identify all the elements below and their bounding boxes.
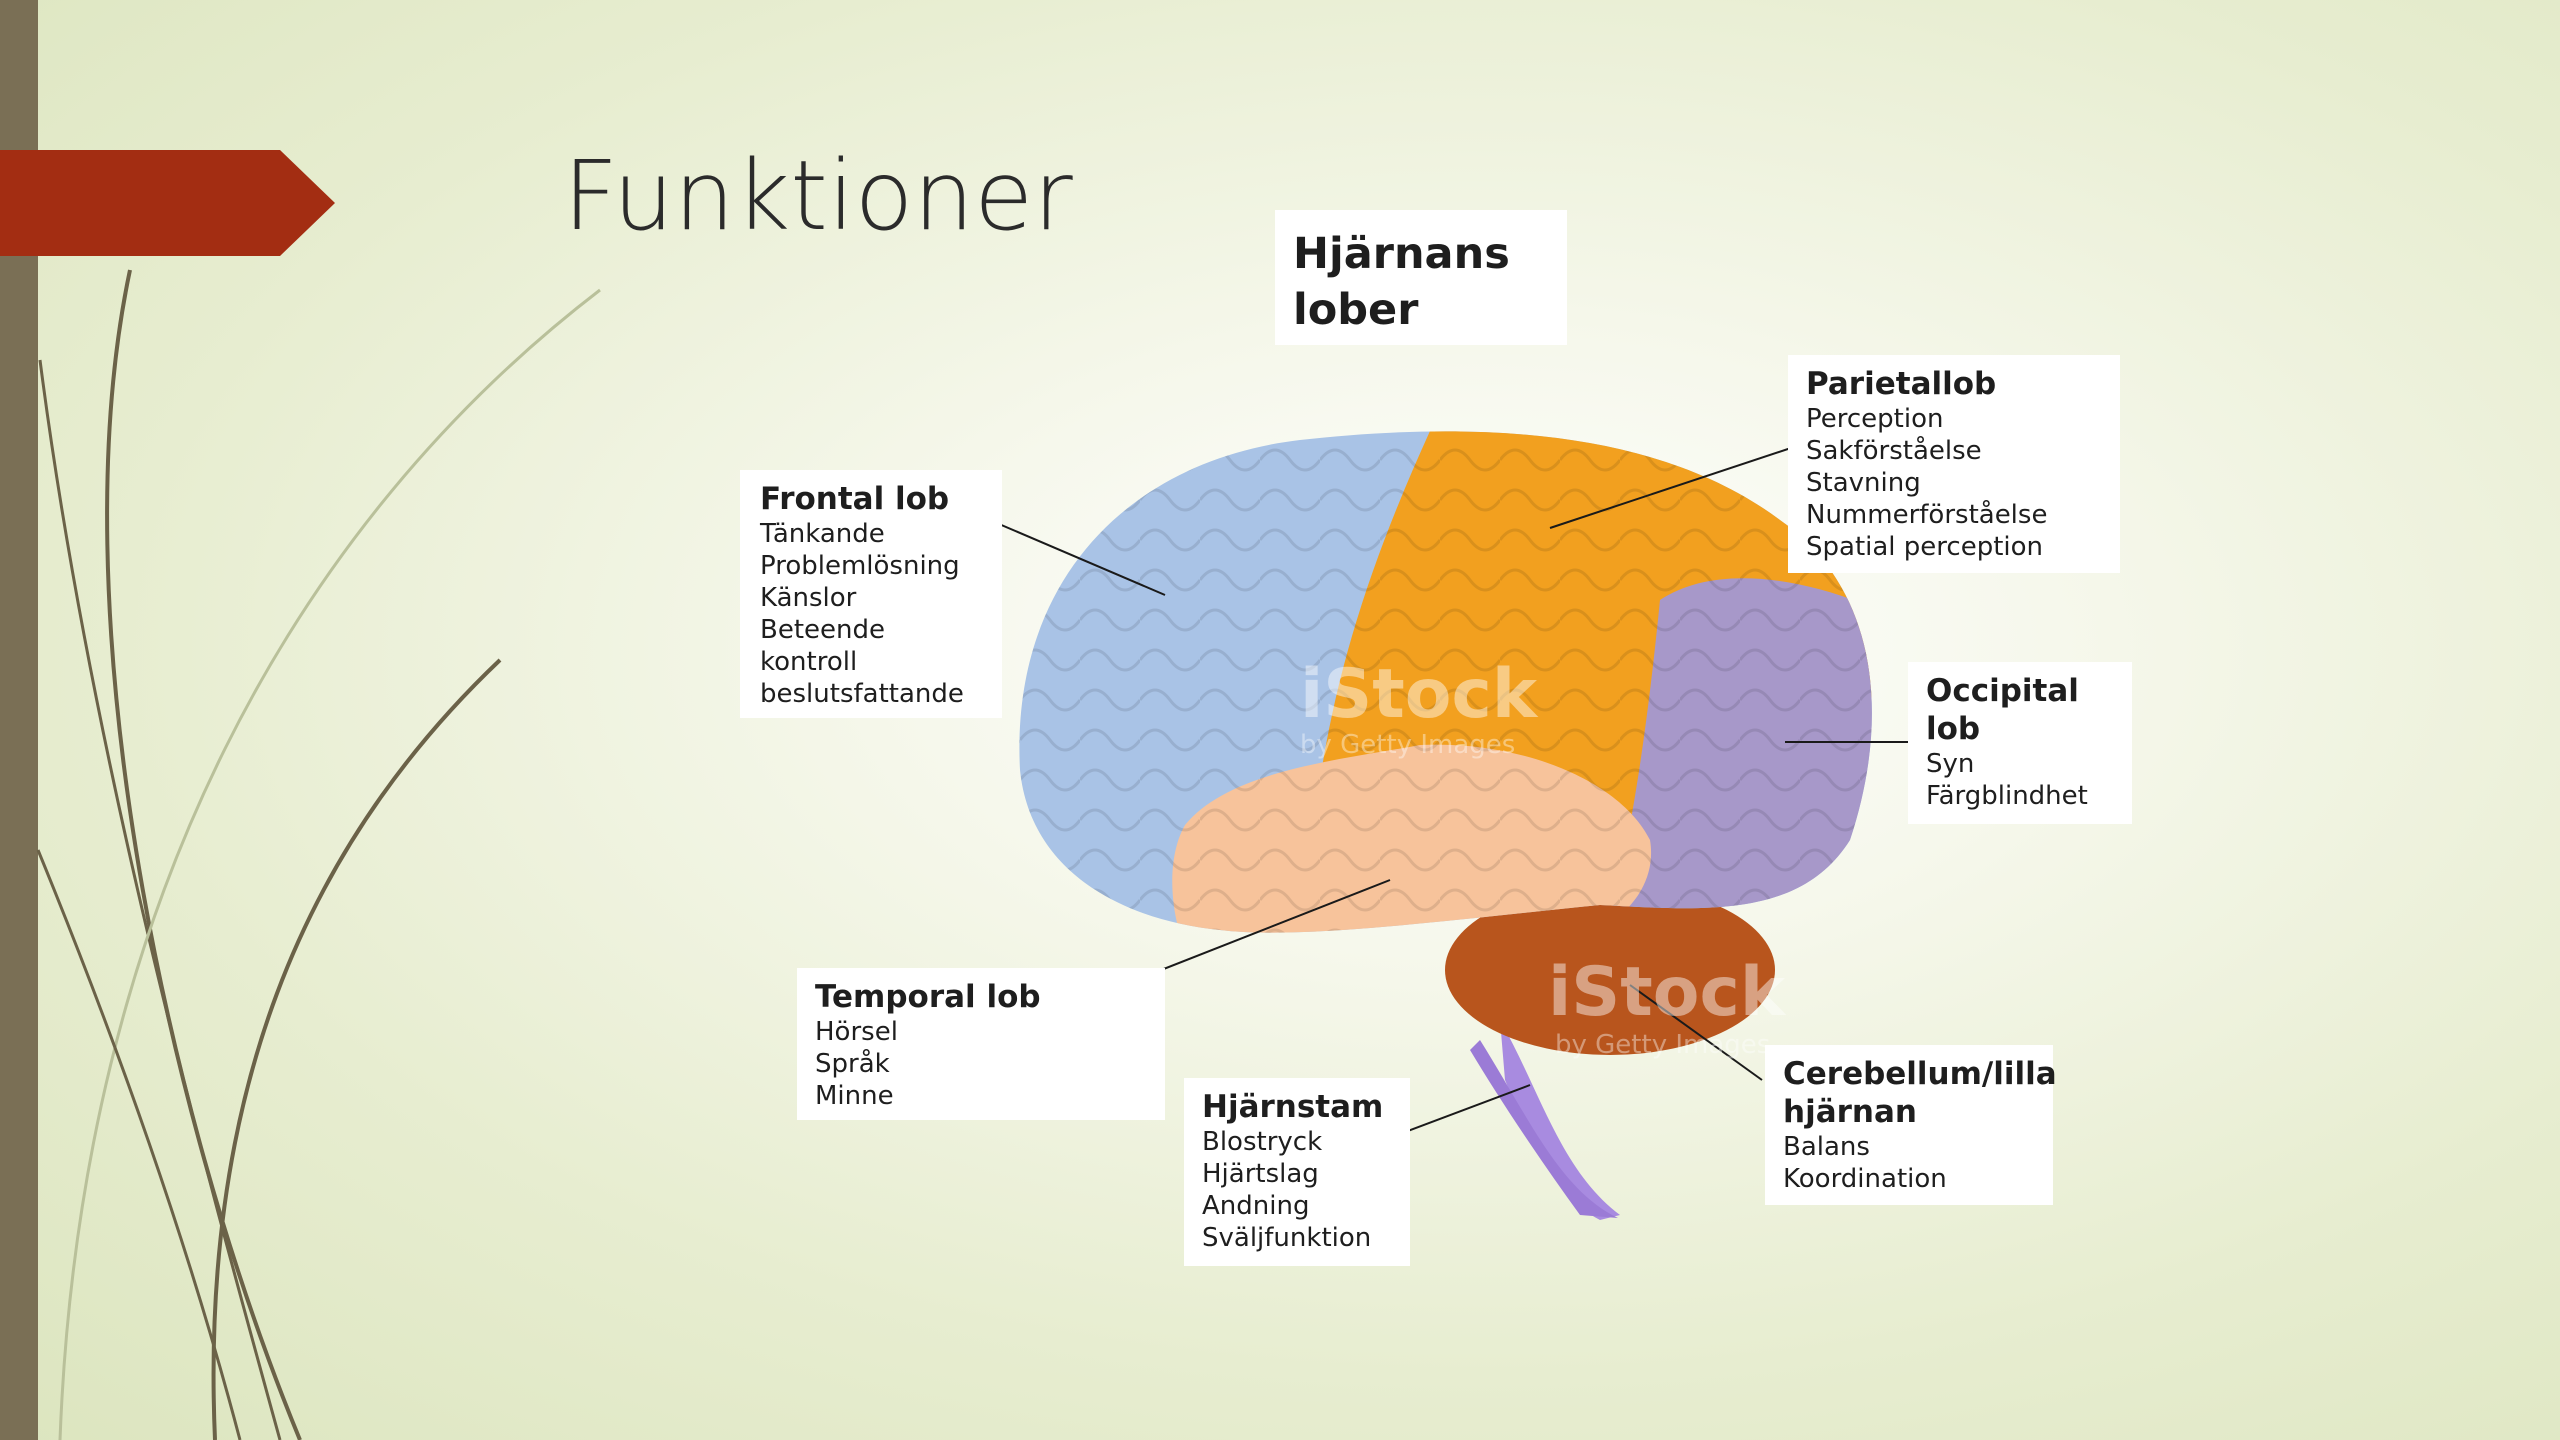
parietal-lobe-item: Nummerförståelse — [1806, 500, 2048, 530]
frontal-lobe-item: Tänkande — [760, 519, 885, 549]
brainstem-shape — [1470, 1020, 1620, 1220]
occipital-lobe-heading: Occipital lob — [1926, 673, 2079, 747]
brainstem-item: Hjärtslag — [1202, 1159, 1319, 1189]
frontal-lobe-label: Frontal lob Tänkande Problemlösning Käns… — [740, 470, 1002, 718]
brainstem-heading: Hjärnstam — [1202, 1089, 1384, 1125]
parietal-lobe-item: Stavning — [1806, 468, 1921, 498]
frontal-lobe-item: kontroll — [760, 647, 858, 677]
parietal-lobe-label: Parietallob Perception Sakförståelse Sta… — [1788, 355, 2120, 573]
watermark-subtext: by Getty Images — [1300, 730, 1516, 760]
frontal-lobe-item: Känslor — [760, 583, 857, 613]
title-accent-arrow — [0, 150, 335, 256]
slide-title: Funktioner — [563, 140, 1073, 252]
frontal-lobe-item: Beteende — [760, 615, 885, 645]
watermark-text: iStock — [1548, 953, 1786, 1032]
brainstem-label: Hjärnstam Blostryck Hjärtslag Andning Sv… — [1184, 1078, 1410, 1266]
frontal-lobe-item: Problemlösning — [760, 551, 960, 581]
temporal-lobe-heading: Temporal lob — [815, 979, 1041, 1015]
watermark-subtext: by Getty Images — [1555, 1030, 1771, 1060]
brainstem-item: Sväljfunktion — [1202, 1223, 1372, 1253]
diagram-title-box: Hjärnans lober — [1275, 210, 1567, 345]
occipital-lobe-item: Syn — [1926, 749, 1975, 779]
watermark-text: iStock — [1300, 655, 1538, 734]
cerebellum-heading: Cerebellum/lilla hjärnan — [1783, 1056, 2057, 1130]
decorative-curves — [36, 269, 601, 1440]
temporal-lobe-item: Språk — [815, 1049, 890, 1079]
frontal-lobe-item: beslutsfattande — [760, 679, 964, 709]
cerebellum-item: Balans — [1783, 1132, 1870, 1162]
frontal-lobe-heading: Frontal lob — [760, 481, 950, 517]
parietal-lobe-heading: Parietallob — [1806, 366, 1997, 402]
temporal-lobe-label: Temporal lob Hörsel Språk Minne — [797, 968, 1165, 1120]
temporal-lobe-item: Hörsel — [815, 1017, 898, 1047]
cerebellum-shape — [1445, 885, 1775, 1055]
cerebellum-item: Koordination — [1783, 1164, 1947, 1194]
brainstem-item: Blostryck — [1202, 1127, 1323, 1157]
occipital-lobe-item: Färgblindhet — [1926, 781, 2088, 811]
diagram-title: Hjärnans lober — [1293, 229, 1510, 335]
brainstem-item: Andning — [1202, 1191, 1310, 1221]
parietal-lobe-item: Sakförståelse — [1806, 436, 1982, 466]
parietal-lobe-item: Spatial perception — [1806, 532, 2043, 562]
cerebellum-label: Cerebellum/lilla hjärnan Balans Koordina… — [1765, 1045, 2057, 1205]
occipital-lobe-label: Occipital lob Syn Färgblindhet — [1908, 662, 2132, 824]
temporal-lobe-item: Minne — [815, 1081, 894, 1111]
parietal-lobe-item: Perception — [1806, 404, 1944, 434]
